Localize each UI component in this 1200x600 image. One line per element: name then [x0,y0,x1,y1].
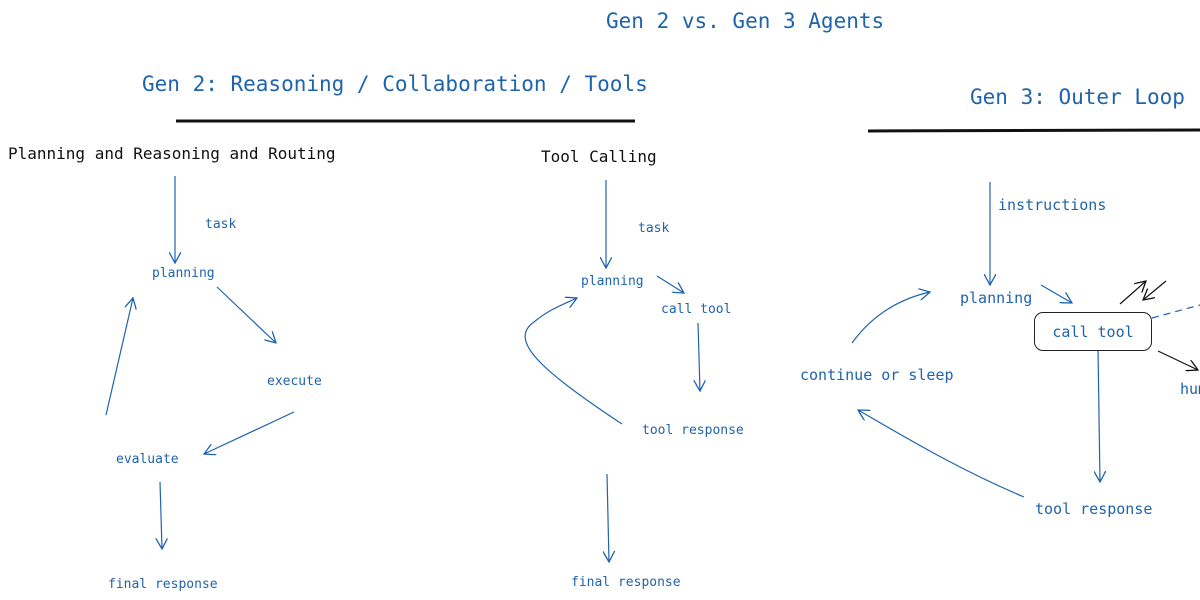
gen2-heading: Gen 2: Reasoning / Collaboration / Tools [142,72,648,96]
gen3-heading: Gen 3: Outer Loop [970,85,1185,109]
main-title: Gen 2 vs. Gen 3 Agents [606,9,885,33]
arrow-calltool-out-1 [1119,281,1146,305]
arrow-evaluate-to-final [160,481,162,549]
gen3-label-instructions: instructions [998,196,1107,214]
arrow-calltool-to-response [1098,348,1100,482]
label-final-response: final response [108,577,218,592]
arrow-planning-to-execute [216,286,276,343]
arrow-planning-to-calltool [1040,284,1072,303]
label-planning: planning [152,266,215,281]
label-evaluate: evaluate [116,452,179,467]
arrow-tool-to-final [607,473,609,562]
gen3-label-planning: planning [960,289,1033,307]
tool-label-call-tool: call tool [661,302,732,317]
gen3-label-continue-or-sleep: continue or sleep [800,366,954,384]
planning-panel-title: Planning and Reasoning and Routing [8,144,336,163]
gen3-label-tool-response: tool response [1035,500,1153,518]
arrow-continue-to-planning-curve [851,292,930,344]
arrow-calltool-in-1 [1143,280,1167,300]
arrow-evaluate-to-planning [105,298,133,416]
arrow-tool-planning-to-call [656,275,684,293]
tool-label-final-response: final response [571,575,681,590]
tool-panel-title: Tool Calling [541,147,657,166]
tool-label-tool-response: tool response [642,423,744,438]
gen3-underline [867,128,1200,133]
arrow-calltool-to-human [1157,350,1198,370]
dashed-link-right [1151,304,1200,319]
gen3-call-tool-label: call tool [1052,322,1134,341]
arrow-execute-to-evaluate [204,411,295,454]
label-execute: execute [267,374,322,389]
tool-label-task: task [638,221,670,236]
gen3-label-human: hum [1180,380,1200,398]
arrow-response-to-planning-curve [524,298,623,425]
tool-label-planning: planning [581,274,644,289]
label-task: task [205,217,237,232]
arrow-response-to-continue-curve [858,410,1025,498]
gen3-call-tool-box: call tool [1034,312,1152,351]
arrow-call-to-response [698,322,700,391]
